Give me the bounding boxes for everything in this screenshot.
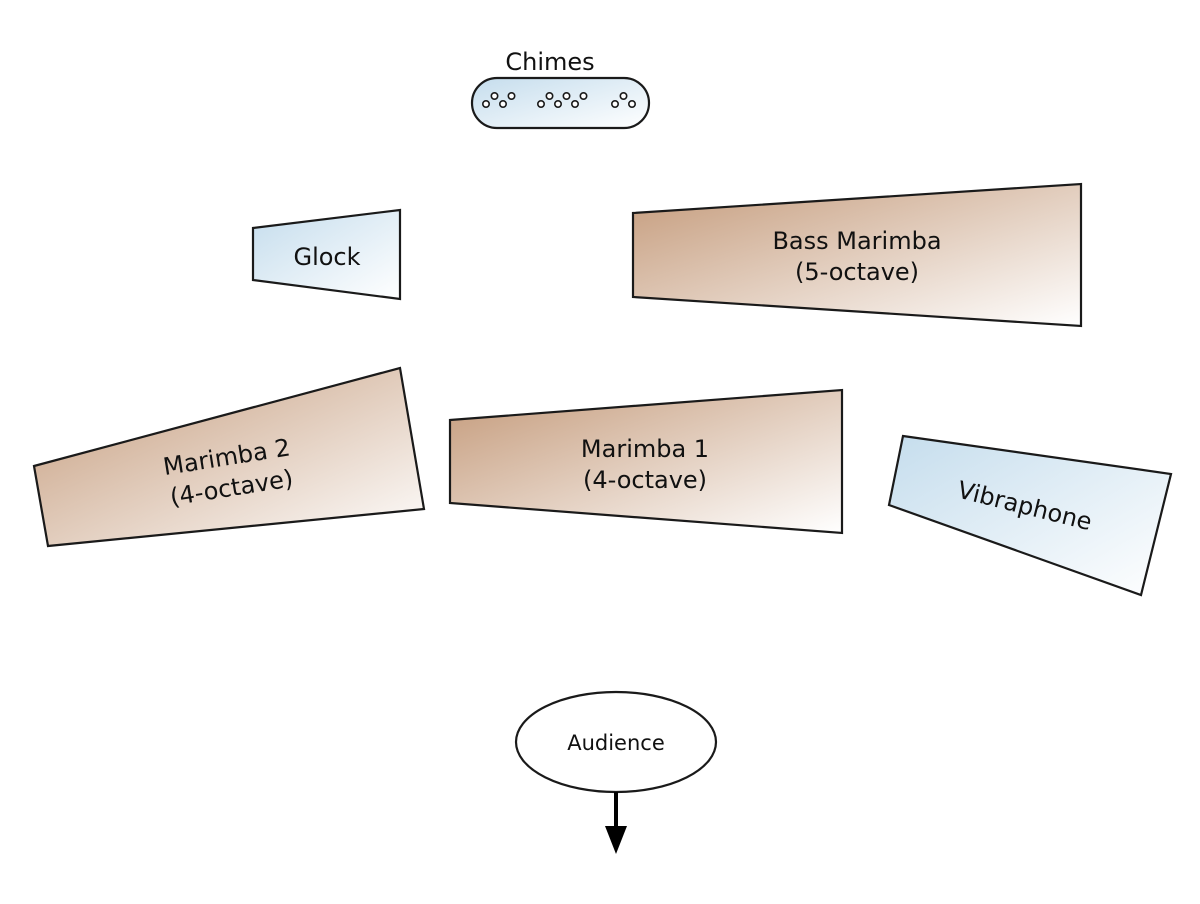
chime-tube <box>498 100 507 109</box>
marimba-2-body <box>32 366 426 548</box>
chimes-label: Chimes <box>505 48 594 76</box>
audience-label: Audience <box>567 731 665 755</box>
chime-tube <box>562 92 571 101</box>
vibraphone-body <box>887 434 1173 597</box>
chime-tube <box>553 100 562 109</box>
glock-label: Glock <box>293 243 360 271</box>
marimba-1-instrument[interactable]: Marimba 1 (4-octave) <box>448 388 844 535</box>
chime-tube <box>579 92 588 101</box>
chime-tube <box>545 92 554 101</box>
audience-marker: Audience <box>514 690 718 854</box>
bass-marimba-label-line2: (5-octave) <box>795 258 919 286</box>
chime-tube <box>536 100 545 109</box>
chime-tubes <box>481 92 636 109</box>
glock-instrument[interactable]: Glock <box>251 208 402 301</box>
bass-marimba-label-line1: Bass Marimba <box>772 227 941 255</box>
bass-marimba-body <box>631 182 1083 328</box>
marimba-1-label-line2: (4-octave) <box>583 466 707 494</box>
bass-marimba-instrument[interactable]: Bass Marimba (5-octave) <box>631 182 1083 328</box>
chimes-instrument[interactable]: Chimes <box>470 48 651 130</box>
chime-tube <box>490 92 499 101</box>
glock-body <box>251 208 402 301</box>
chime-tube <box>627 100 636 109</box>
chime-tube <box>507 92 516 101</box>
down-arrow-icon <box>605 826 627 854</box>
vibraphone-instrument[interactable]: Vibraphone <box>887 434 1173 597</box>
chime-tube <box>481 100 490 109</box>
marimba-2-instrument[interactable]: Marimba 2 (4-octave) <box>32 366 426 548</box>
chime-tube <box>619 92 628 101</box>
chime-tube <box>570 100 579 109</box>
chime-tube <box>610 100 619 109</box>
marimba-1-label-line1: Marimba 1 <box>581 435 709 463</box>
marimba-1-body <box>448 388 844 535</box>
